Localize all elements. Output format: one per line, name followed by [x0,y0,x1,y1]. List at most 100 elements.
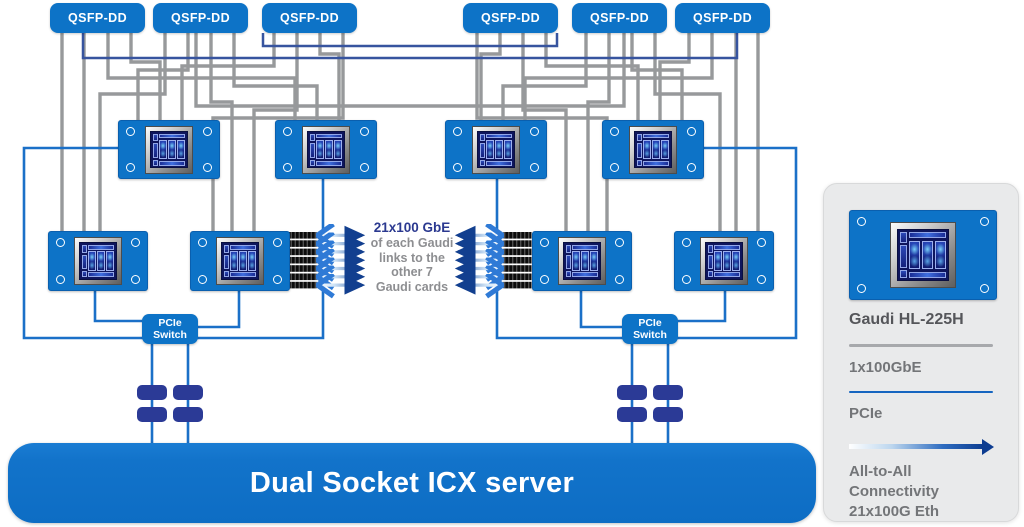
screw-hole [203,163,212,172]
qsfp-dd-label: QSFP-DD [170,11,231,25]
chip-die-bars [486,139,512,160]
screw-hole [687,127,696,136]
chip-frame [559,238,605,284]
chip-die-main [643,133,669,166]
chip-die-column [153,133,158,166]
chip-die-column [900,232,908,278]
chip-frame [146,126,192,173]
all-to-all-note: 21x100 GbE of each Gaudi links to the ot… [350,220,474,294]
chip-die-main [230,245,256,277]
chip-die-main [88,245,114,277]
legend-gbe-line-swatch [849,344,993,347]
screw-hole [283,127,292,136]
screw-hole [198,238,207,247]
chip-die-column [82,245,87,277]
screw-hole [273,238,282,247]
gaudi-chip [303,126,349,173]
connector-block-1 [137,385,167,400]
chip-die [150,130,188,169]
chip-die-bars [908,240,946,270]
screw-hole [283,163,292,172]
qsfp-dd-label: QSFP-DD [480,11,541,25]
screw-hole [857,284,866,293]
gaudi-card-8 [674,231,774,291]
legend-pcie-line-swatch [849,390,993,393]
gaudi-chip [75,238,121,284]
gaudi-card-2 [275,120,377,179]
screw-hole [360,163,369,172]
gaudi-card-5 [445,120,547,179]
legend-pcie-label: PCIe [849,405,883,422]
pcie-switch-label: Switch [153,329,187,341]
screw-hole [540,275,549,284]
screw-hole [273,275,282,284]
screw-hole [126,163,135,172]
screw-hole [610,163,619,172]
screw-hole [453,127,462,136]
chip-die-bars [230,251,256,271]
chip-die-bars [714,251,740,271]
screw-hole [980,217,989,226]
legend-gaudi-card [849,210,997,300]
legend-card-label: Gaudi HL-225H [849,311,964,328]
screw-hole [540,238,549,247]
connector-block-6 [617,407,647,422]
gaudi-chip [559,238,605,284]
chip-die-column [480,133,485,166]
qsfp-dd-label: QSFP-DD [279,11,340,25]
gaudi-chip [630,126,676,173]
chip-die [307,130,345,169]
pcie-switch-label: Switch [633,329,667,341]
chip-die [896,228,950,282]
note-line-4: other 7 [391,265,433,279]
connector-block-4 [173,407,203,422]
chip-die-bars [159,139,185,160]
left-cluster-wires [22,33,410,443]
pcie-switch-label: PCIe [158,316,182,329]
screw-hole [56,275,65,284]
screw-hole [757,238,766,247]
screw-hole [682,275,691,284]
screw-hole [530,163,539,172]
legend-alltoall-arrow [849,439,994,454]
qsfp-dd-port-4: QSFP-DD [463,3,558,33]
screw-hole [980,284,989,293]
legend-alltoall-label-1: All-to-All Connectivity [849,462,940,500]
chip-frame [303,126,349,173]
chip-die-column [224,245,229,277]
gaudi-card-7 [532,231,632,291]
chip-die [79,242,117,280]
gaudi-chip [701,238,747,284]
qsfp-dd-port-1: QSFP-DD [50,3,145,33]
note-line-5: Gaudi cards [375,279,449,294]
screw-hole [615,238,624,247]
chip-die-column [310,133,315,166]
gaudi-chip [473,126,519,173]
screw-hole [360,127,369,136]
legend-gaudi-card-image [849,210,997,300]
gaudi-card-3 [48,231,148,291]
qsfp-dd-label: QSFP-DD [692,11,753,25]
chip-frame [473,126,519,173]
connector-block-7 [653,385,683,400]
chip-die-main [316,133,342,166]
chip-die-bars [316,139,342,160]
screw-hole [56,238,65,247]
chip-die [477,130,515,169]
screw-hole [757,275,766,284]
chip-die [634,130,672,169]
qsfp-dd-port-3: QSFP-DD [262,3,357,33]
chip-die-main [159,133,185,166]
screw-hole [530,127,539,136]
chip-die-column [637,133,642,166]
chip-die-column [708,245,713,277]
screw-hole [203,127,212,136]
connector-block-3 [173,385,203,400]
server-label: Dual Socket ICX server [249,466,575,499]
chip-die-main [486,133,512,166]
connector-block-2 [137,407,167,422]
chip-die-bars [643,139,669,160]
